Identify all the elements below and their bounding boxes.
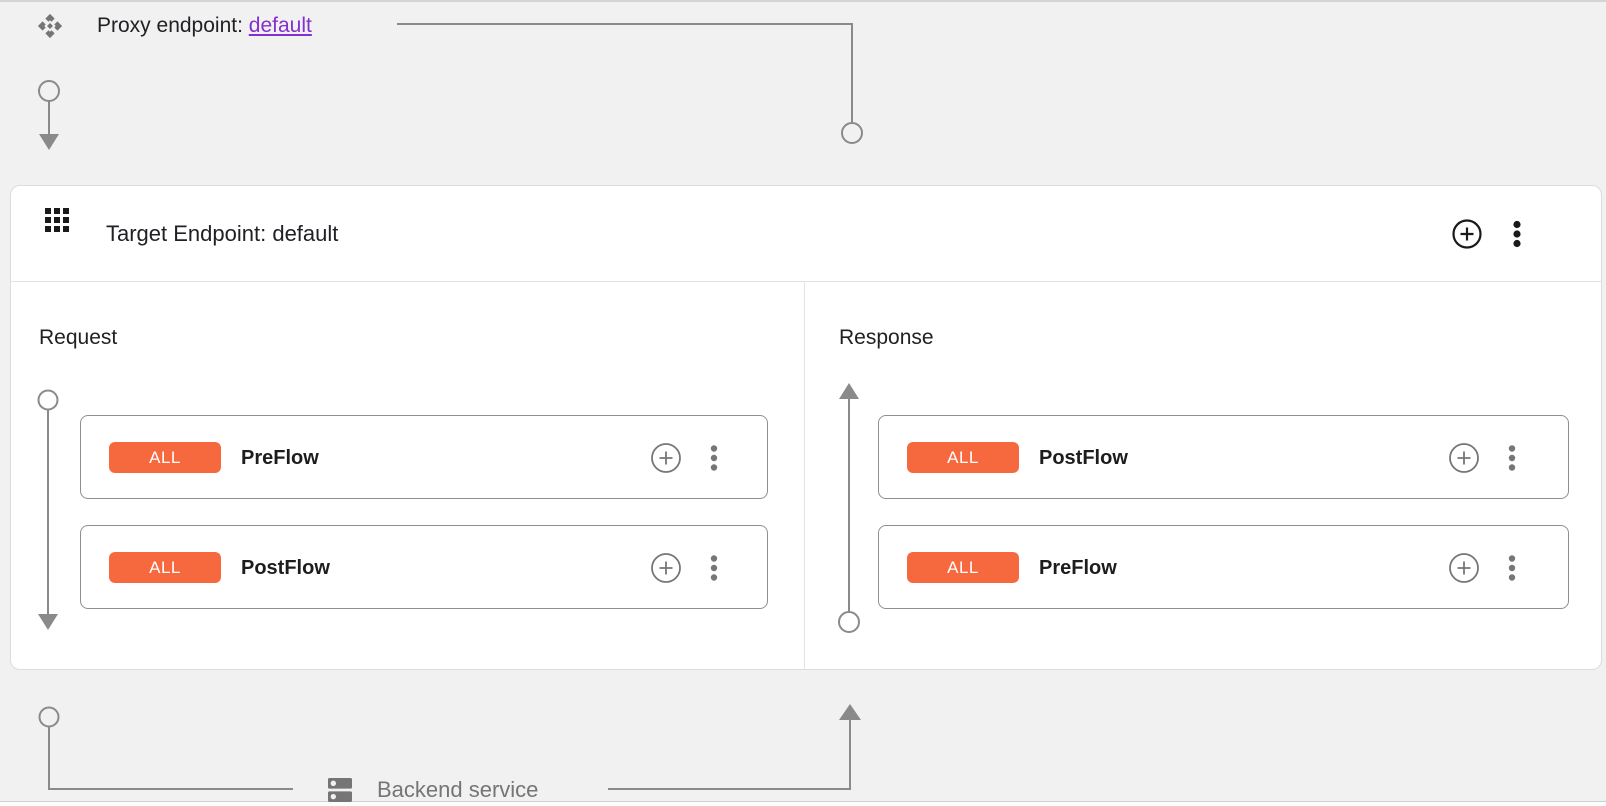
connector-start-circle (38, 80, 60, 102)
connector-end-circle (841, 122, 863, 144)
flow-name: PreFlow (241, 447, 319, 469)
request-response-divider (804, 282, 805, 670)
flow-menu-button[interactable] (1503, 552, 1521, 584)
more-vert-icon (710, 445, 718, 471)
target-add-button[interactable] (1451, 218, 1483, 250)
target-endpoint-header: Target Endpoint: default (11, 186, 1601, 282)
plus-circle-icon (651, 443, 681, 473)
request-postflow-card[interactable]: ALL PostFlow (80, 525, 768, 609)
request-panel-title: Request (39, 326, 118, 349)
proxy-endpoint-link[interactable]: default (248, 14, 312, 37)
flow-menu-button[interactable] (1503, 442, 1521, 474)
add-policy-button[interactable] (1448, 442, 1480, 474)
plus-circle-icon (1449, 553, 1479, 583)
add-policy-button[interactable] (650, 552, 682, 584)
more-vert-icon (1513, 220, 1521, 248)
more-vert-icon (710, 555, 718, 581)
condition-badge: ALL (109, 442, 221, 473)
backend-right-connector-line (608, 720, 851, 790)
add-policy-button[interactable] (650, 442, 682, 474)
response-preflow-card[interactable]: ALL PreFlow (878, 525, 1569, 609)
backend-service-label: Backend service (377, 777, 539, 802)
flow-name: PostFlow (1039, 447, 1128, 469)
condition-badge: ALL (907, 442, 1019, 473)
target-menu-button[interactable] (1509, 218, 1525, 250)
more-vert-icon (1508, 555, 1516, 581)
backend-start-circle (38, 706, 60, 728)
dns-icon (328, 778, 352, 802)
backend-left-connector-line (48, 727, 293, 790)
flow-name: PostFlow (241, 557, 330, 579)
backend-up-arrow (839, 704, 861, 720)
flow-name: PreFlow (1039, 557, 1117, 579)
proxy-endpoint-label-text: Proxy endpoint: (97, 14, 249, 37)
grid-icon (45, 208, 69, 232)
proxy-endpoint-label: Proxy endpoint: default (97, 12, 312, 40)
condition-badge: ALL (109, 552, 221, 583)
canvas-bottom-edge (0, 801, 1606, 806)
plus-circle-icon (1449, 443, 1479, 473)
proxy-endpoint-icon (37, 13, 63, 39)
plus-circle-icon (651, 553, 681, 583)
proxy-to-target-connector-line (397, 23, 853, 122)
request-preflow-card[interactable]: ALL PreFlow (80, 415, 768, 499)
condition-badge: ALL (907, 552, 1019, 583)
target-endpoint-title: Target Endpoint: default (106, 221, 339, 246)
more-vert-icon (1508, 445, 1516, 471)
response-postflow-card[interactable]: ALL PostFlow (878, 415, 1569, 499)
response-panel-title: Response (839, 326, 934, 349)
flow-menu-button[interactable] (705, 552, 723, 584)
plus-circle-icon (1452, 219, 1482, 249)
add-policy-button[interactable] (1448, 552, 1480, 584)
flow-menu-button[interactable] (705, 442, 723, 474)
down-arrow (39, 134, 59, 150)
